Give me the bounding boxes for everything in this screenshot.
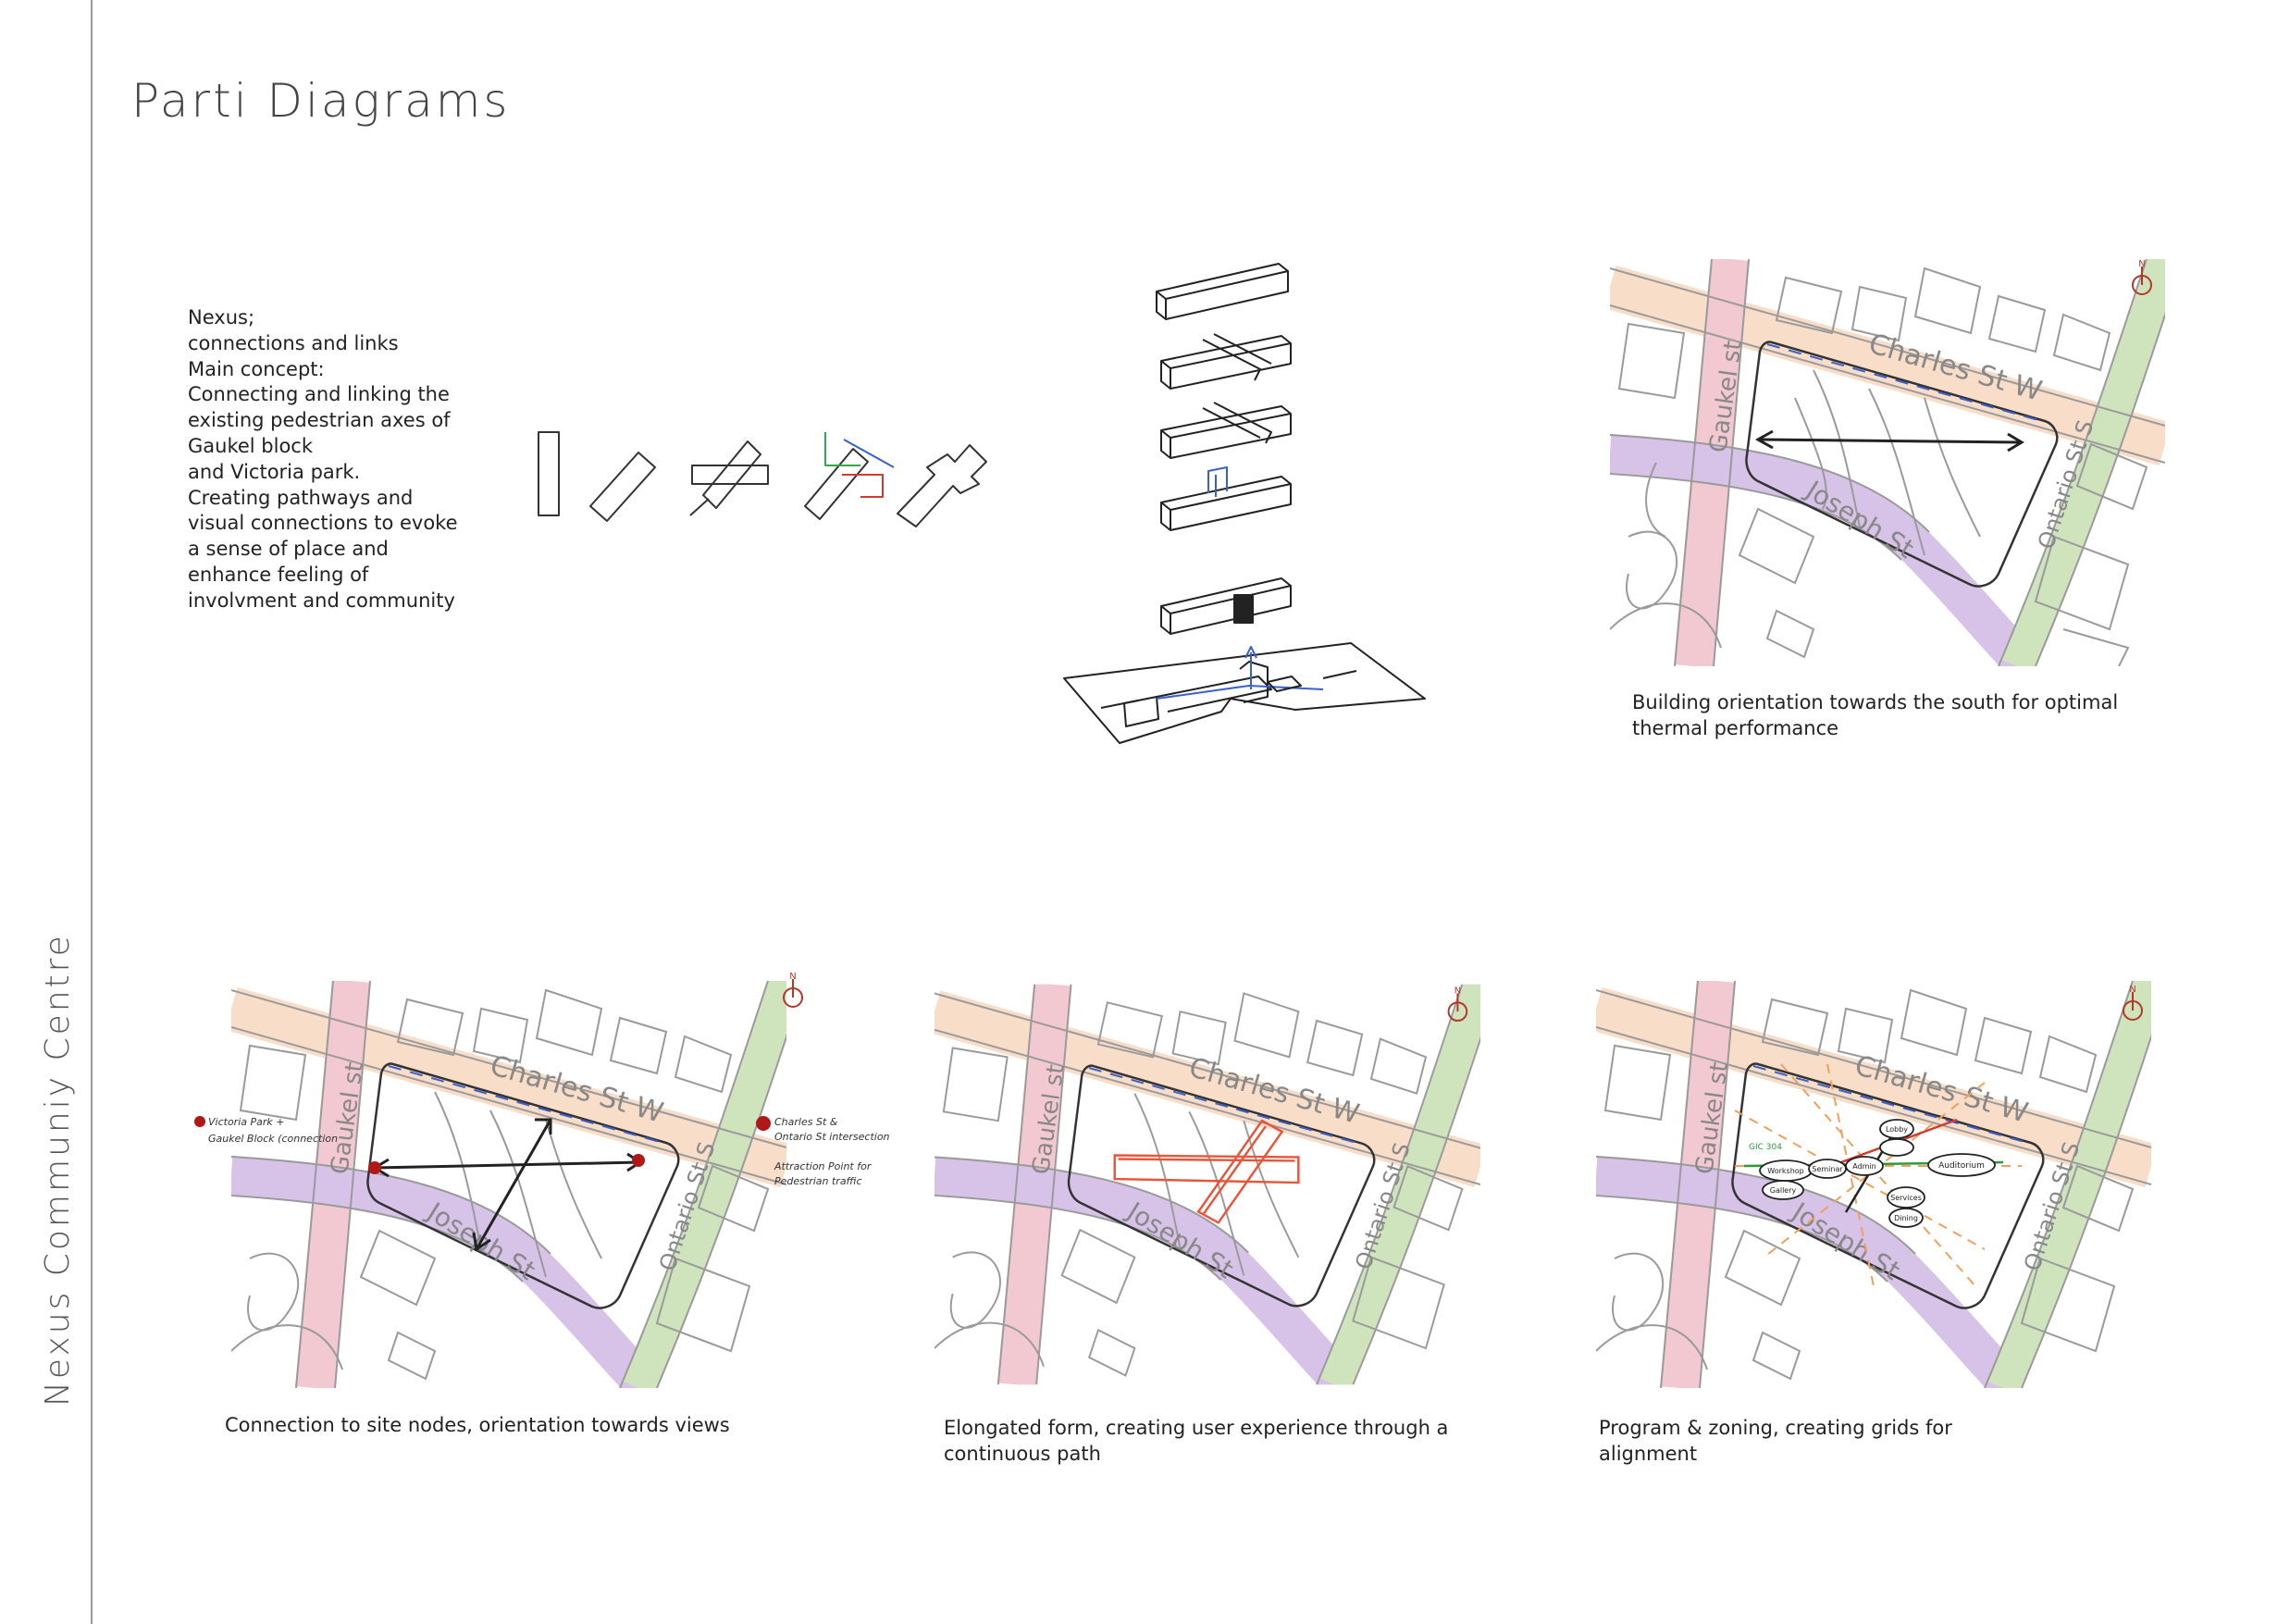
sketch-crossed-bars	[690, 441, 768, 515]
site-map-elongated-form: Charles St W Gaukel st Joseph St Ontario…	[935, 981, 1480, 1388]
axo-layer-3	[1161, 403, 1291, 458]
sketch-final-form	[897, 445, 986, 527]
concept-line: and Victoria park.	[188, 460, 465, 486]
caption-program-line2: alignment	[1599, 1441, 1952, 1467]
node-legend-dot	[194, 1116, 205, 1127]
program-gallery: Gallery	[1770, 1186, 1797, 1195]
concept-line: Main concept:	[188, 357, 465, 383]
concept-text: Nexus; connections and links Main concep…	[188, 305, 465, 614]
north-label: N	[1454, 986, 1461, 997]
sketch-bar-vertical	[538, 432, 559, 515]
node-notes-left: Victoria Park + Gaukel Block (connection…	[190, 1110, 338, 1166]
concept-line: Gaukel block	[188, 434, 465, 460]
north-label: N	[2138, 259, 2145, 269]
ontario-street-band	[2003, 981, 2151, 1388]
concept-line: existing pedestrian axes of	[188, 408, 465, 434]
node-legend-dot	[756, 1116, 771, 1131]
caption-program: Program & zoning, creating grids for ali…	[1599, 1415, 1952, 1467]
caption-nodes-line1: Connection to site nodes, orientation to…	[225, 1412, 730, 1438]
program-auditorium: Auditorium	[1938, 1161, 1985, 1171]
caption-orientation-line1: Building orientation towards the south f…	[1632, 689, 2118, 715]
node-note-right-4: Pedestrian traffic	[774, 1175, 862, 1187]
site-map-orientation: N Charles St W Gaukel st Joseph St Ontar…	[1591, 259, 2184, 666]
axo-layer-4	[1161, 467, 1291, 530]
site-map-nodes: Charles St W Gaukel st Joseph St Ontario…	[231, 981, 786, 1388]
north-arrow-2: N	[779, 972, 807, 1009]
program-lobby: Lobby	[1886, 1125, 1908, 1134]
concept-line: visual connections to evoke	[188, 511, 465, 537]
axo-layer-2	[1161, 334, 1291, 389]
caption-program-line1: Program & zoning, creating grids for	[1599, 1415, 1952, 1441]
node-note-left-2: Gaukel Block (connection)	[208, 1133, 338, 1145]
axo-layer-5	[1161, 578, 1291, 634]
concept-line: connections and links	[188, 331, 465, 357]
side-title: Nexus Communiy Centre	[39, 933, 77, 1407]
left-rule	[91, 0, 93, 1624]
node-note-left-1: Victoria Park +	[208, 1116, 284, 1128]
caption-elongated-line1: Elongated form, creating user experience…	[944, 1415, 1448, 1441]
sketch-color-cross	[805, 432, 894, 519]
exploded-axonometric	[1046, 254, 1434, 768]
node-notes-right: Charles St & Ontario St intersection Att…	[754, 1110, 921, 1212]
concept-line: Connecting and linking the	[188, 382, 465, 408]
caption-orientation-line2: thermal performance	[1632, 715, 2118, 741]
node-note-right-2: Ontario St intersection	[774, 1131, 890, 1143]
node-marker-east	[632, 1154, 645, 1167]
sketch-bar-diagonal	[590, 452, 655, 521]
ontario-street-band	[1335, 985, 1480, 1385]
axo-site-plate	[1064, 643, 1425, 743]
node-note-right-3: Attraction Point for	[774, 1160, 873, 1172]
concept-line: Nexus;	[188, 305, 465, 331]
form-evolution-sketch	[527, 421, 1009, 532]
orientation-arrow	[1758, 431, 2022, 451]
ontario-street-band	[2017, 259, 2165, 666]
page-title: Parti Diagrams	[131, 74, 510, 128]
caption-nodes: Connection to site nodes, orientation to…	[225, 1412, 730, 1438]
program-admin: Admin	[1852, 1162, 1876, 1171]
north-label: N	[2129, 985, 2135, 995]
caption-elongated-line2: continuous path	[944, 1441, 1448, 1467]
zoning-left-tag: GIC 304	[1749, 1143, 1782, 1152]
axo-layer-1	[1157, 264, 1288, 319]
concept-line: Creating pathways and	[188, 486, 465, 512]
caption-elongated: Elongated form, creating user experience…	[944, 1415, 1448, 1467]
program-seminar: Seminar	[1812, 1165, 1843, 1173]
north-label: N	[789, 972, 796, 982]
program-dining: Dining	[1894, 1214, 1918, 1222]
caption-orientation: Building orientation towards the south f…	[1632, 689, 2118, 741]
site-map-program-zoning: Charles St W Gaukel st Joseph St Ontario…	[1596, 981, 2151, 1388]
program-workshop: Workshop	[1767, 1167, 1803, 1175]
node-note-right-1: Charles St &	[774, 1116, 838, 1128]
program-services: Services	[1890, 1194, 1922, 1202]
concept-line: a sense of place and	[188, 537, 465, 563]
concept-line: involvment and community	[188, 589, 465, 614]
concept-line: enhance feeling of	[188, 563, 465, 589]
node-marker-west	[368, 1161, 381, 1174]
